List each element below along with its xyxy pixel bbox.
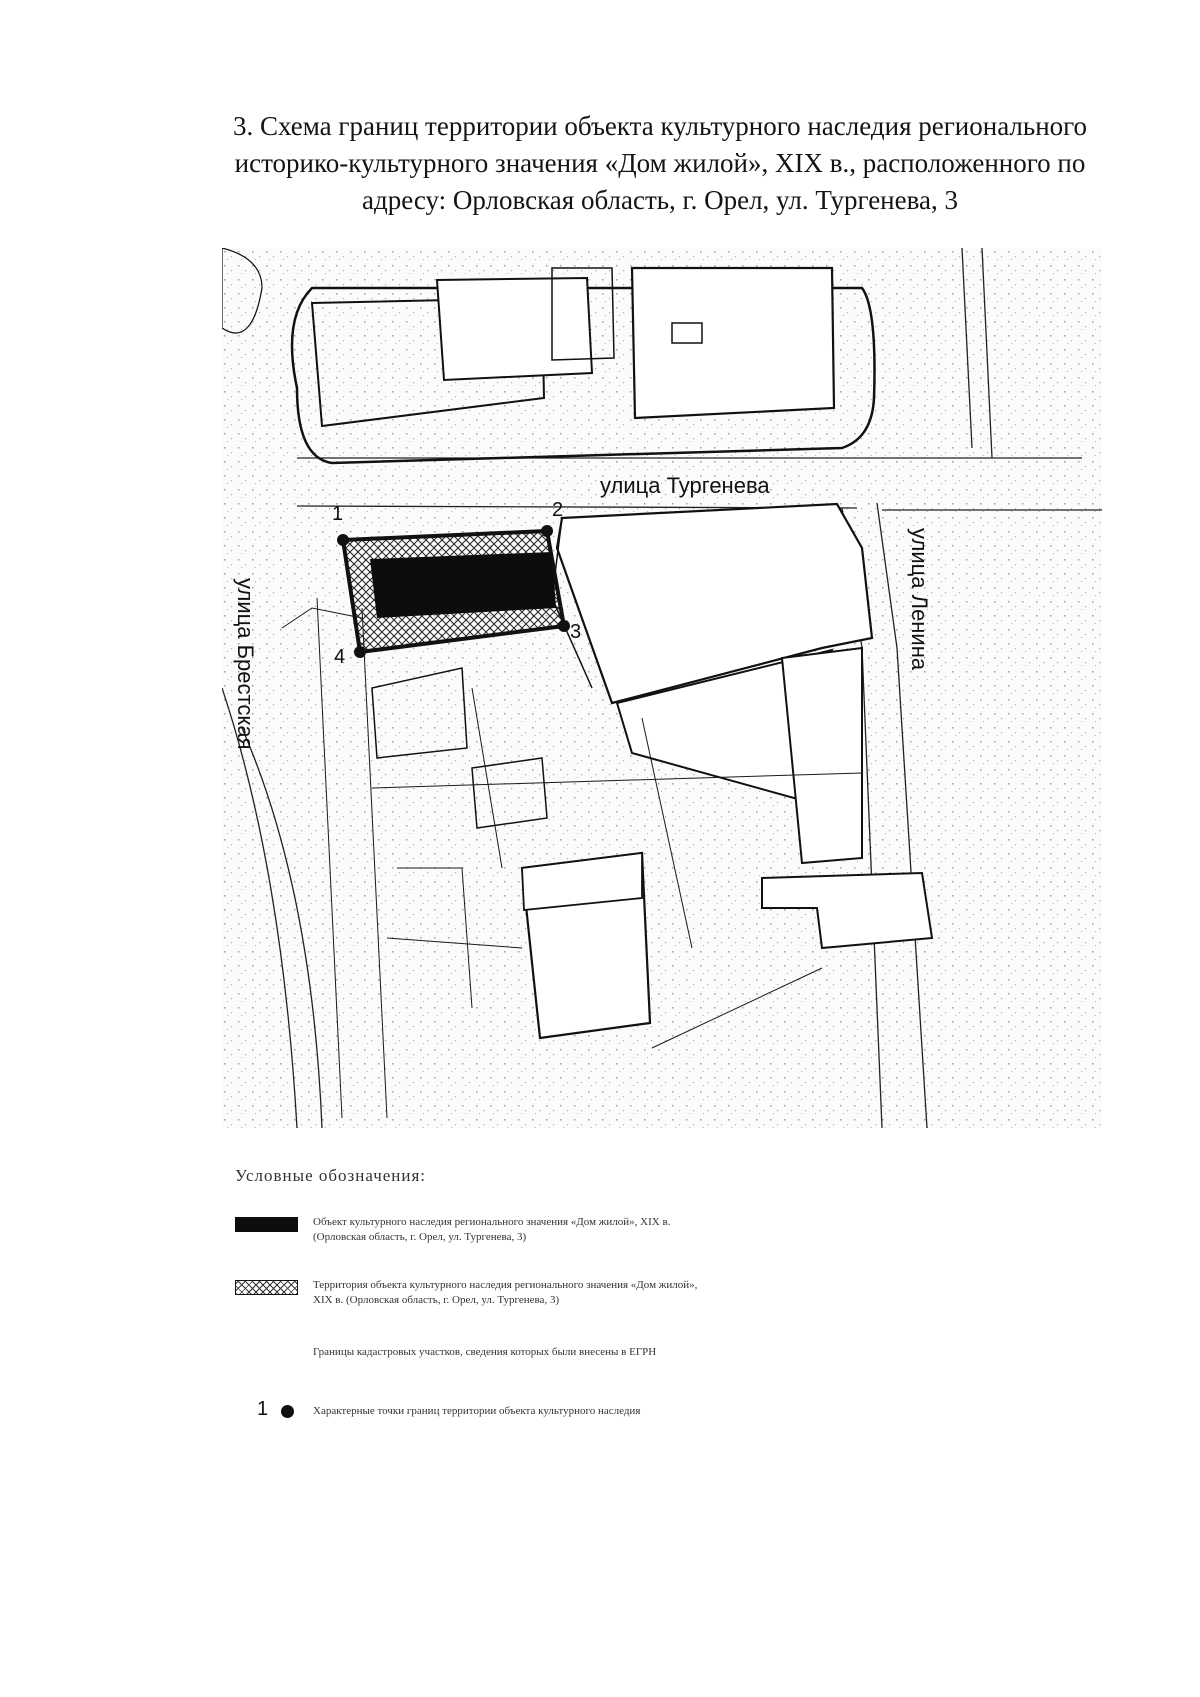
north-block: [222, 248, 876, 465]
title-line-2: историко-культурного значения «Дом жилой…: [234, 148, 1086, 178]
page-title: 3. Схема границ территории объекта культ…: [180, 108, 1140, 219]
east-block: [551, 502, 874, 865]
cadastral-map[interactable]: 1 2 3 4 улица Тургенева улица Брестская …: [222, 248, 1102, 1128]
heritage-area: [340, 528, 567, 655]
legend-text-object: Объект культурного наследия региональног…: [313, 1216, 671, 1243]
point-label-3: 3: [570, 621, 581, 643]
legend-text-points: Характерные точки границ территории объе…: [313, 1405, 641, 1417]
south-block: [371, 667, 934, 1040]
title-line-1: 3. Схема границ территории объекта культ…: [232, 111, 1088, 141]
point-label-4: 4: [334, 646, 345, 668]
legend-title: Условные обозначения:: [235, 1166, 427, 1185]
legend-point-dot-icon: [281, 1405, 294, 1418]
boundary-points: 1 2 3 4: [332, 499, 581, 668]
title-line-3: адресу: Орловская область, г. Орел, ул. …: [361, 185, 958, 215]
legend-text-cadastral: Границы кадастровых участков, сведения к…: [313, 1346, 657, 1358]
boundary-point-3[interactable]: [558, 620, 570, 632]
legend-text-territory: Территория объекта культурного наследия …: [313, 1279, 698, 1306]
boundary-point-2[interactable]: [541, 525, 553, 537]
point-label-1: 1: [332, 503, 343, 525]
boundary-point-4[interactable]: [354, 646, 366, 658]
street-label-brestskaya: улица Брестская: [233, 578, 258, 750]
legend-point-number: 1: [257, 1398, 269, 1420]
cadastral-lines: [281, 597, 863, 1119]
boundary-point-1[interactable]: [337, 534, 349, 546]
street-labels: улица Тургенева улица Брестская улица Ле…: [233, 473, 932, 750]
map-canvas: 1 2 3 4 улица Тургенева улица Брестская …: [222, 248, 1102, 1128]
heritage-object: [370, 552, 556, 618]
legend-swatch-solid: [235, 1217, 298, 1232]
street-label-lenina: улица Ленина: [907, 528, 932, 671]
legend-swatch-hatch: [235, 1280, 298, 1295]
street-label-turgeneva: улица Тургенева: [600, 473, 770, 498]
point-label-2: 2: [552, 499, 563, 521]
